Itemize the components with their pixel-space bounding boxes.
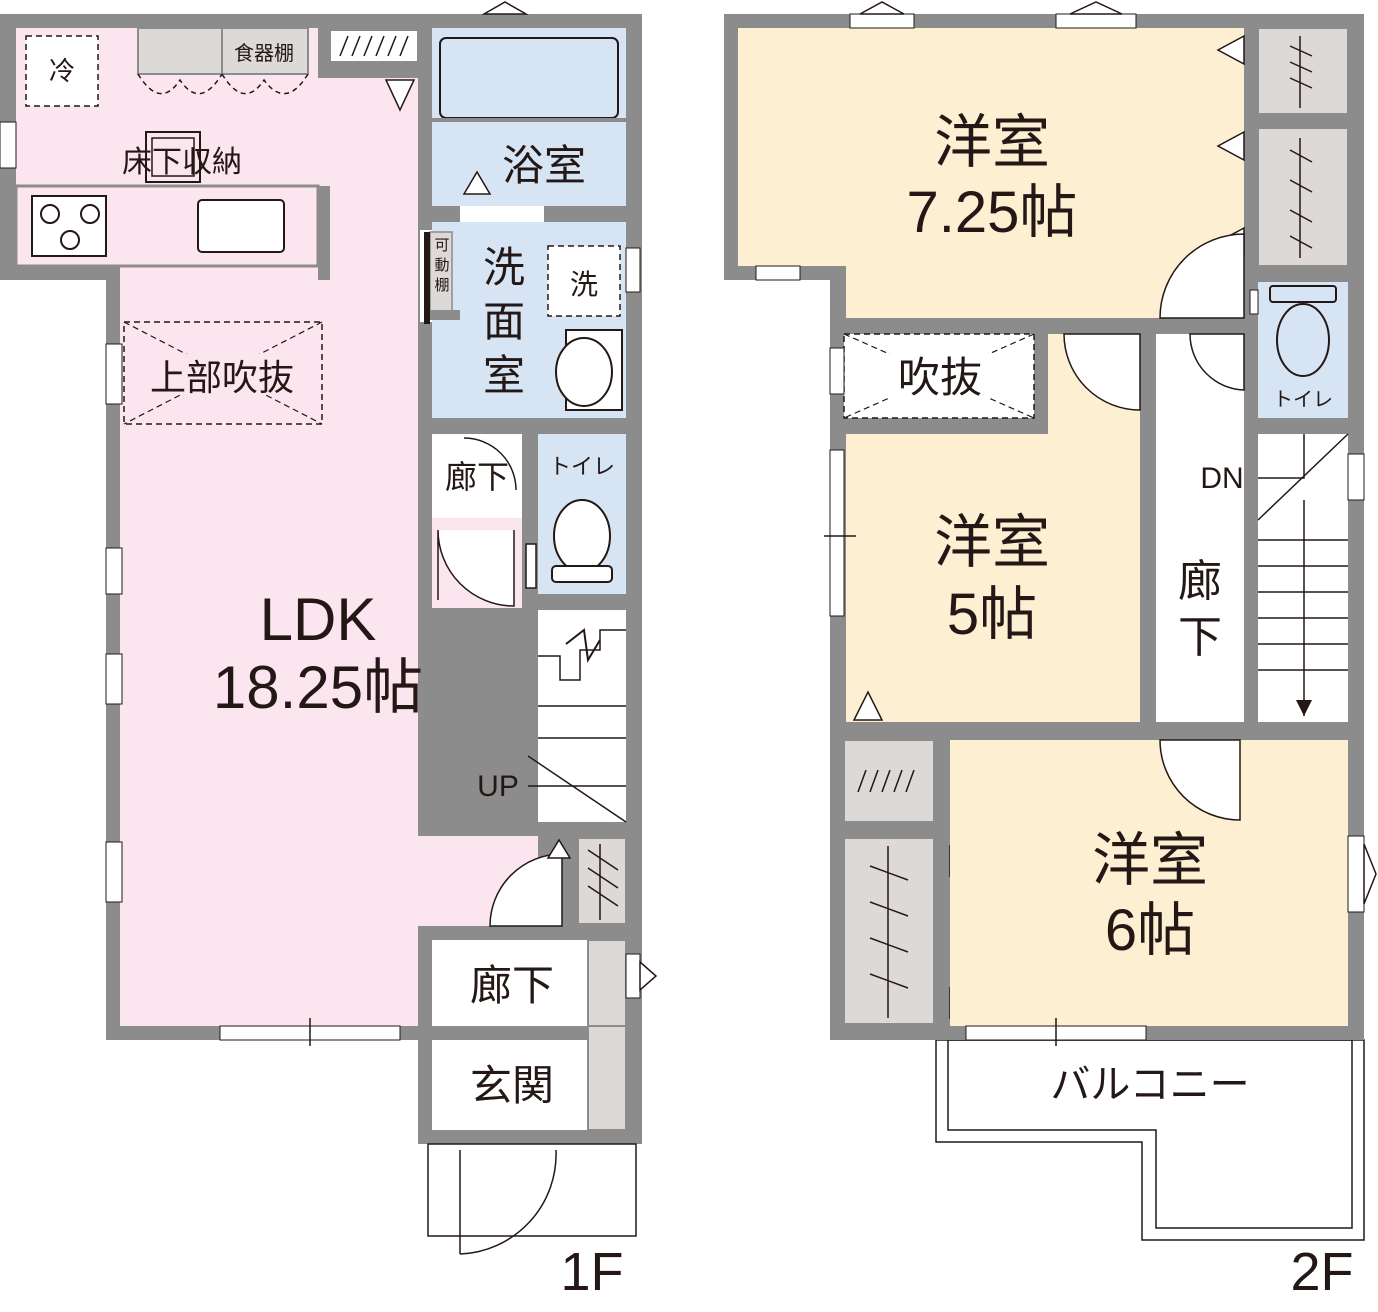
floor-2-label: 2F (1290, 1242, 1353, 1302)
room1 (738, 28, 1244, 318)
floor-1-label: 1F (560, 1242, 623, 1302)
stairs-2f (1258, 434, 1348, 722)
svg-text:動: 動 (434, 256, 449, 274)
room1-name: 洋室 (934, 108, 1050, 176)
washer (547, 245, 621, 317)
entrance-label: 玄関 (470, 1061, 554, 1110)
washroom-label-1: 洗 (483, 243, 525, 292)
fridge-label: 冷 (49, 57, 75, 87)
hall-upper (432, 434, 522, 518)
washroom-label-2: 面 (483, 297, 525, 346)
sink (197, 199, 285, 253)
hall-2f (1156, 334, 1244, 722)
room2-size: 5帖 (947, 582, 1037, 647)
fridge (25, 35, 99, 107)
hall-upper-label: 廊下 (445, 458, 509, 496)
cupboard-label: 食器棚 (234, 41, 294, 65)
floor-2: バルコニー 洋室 7.25帖 吹抜 洋室 5帖 廊 下 DN (724, 1, 1377, 1302)
room3 (950, 740, 1348, 1026)
svg-text:可: 可 (434, 236, 449, 254)
stairs-2f-label: DN (1200, 462, 1243, 495)
stairs-1f (538, 610, 626, 822)
floor-1: 冷 食器棚 床下収納 上部吹抜 LDK 18.25帖 浴室 (0, 1, 658, 1302)
toilet-2f-label: トイレ (1273, 387, 1333, 411)
stove (31, 195, 107, 257)
ldk-name: LDK (260, 586, 377, 653)
hall-2f-label-2: 下 (1178, 612, 1222, 663)
room3-size: 6帖 (1105, 898, 1195, 963)
void-1f-label: 上部吹抜 (150, 358, 294, 399)
ldk-floor (16, 28, 418, 1026)
hall-lower-label: 廊下 (470, 961, 554, 1010)
room3-name: 洋室 (1092, 826, 1208, 894)
hall-2f-label-1: 廊 (1178, 556, 1222, 607)
stairs-1f-label: UP (477, 770, 519, 803)
toilet-1f-label: トイレ (549, 455, 615, 480)
room2 (846, 334, 1140, 722)
ldk-size: 18.25帖 (213, 654, 423, 721)
room2-name: 洋室 (934, 508, 1050, 576)
void-2f-label: 吹抜 (898, 353, 982, 402)
bath-label: 浴室 (502, 141, 586, 190)
underfloor-label: 床下収納 (122, 145, 242, 180)
washroom-label-3: 室 (483, 351, 525, 400)
room1-size: 7.25帖 (907, 180, 1078, 245)
washer-label: 洗 (570, 268, 598, 301)
svg-text:棚: 棚 (434, 276, 449, 294)
balcony-label: バルコニー (1050, 1062, 1249, 1108)
